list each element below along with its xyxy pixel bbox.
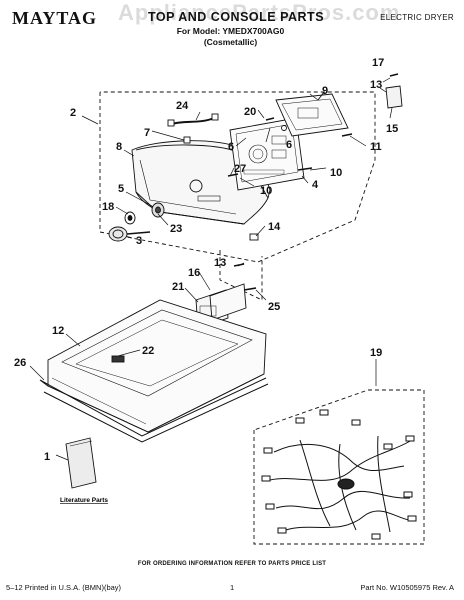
- console-assembly-boundary: [99, 91, 376, 263]
- callout-2: 2: [70, 107, 76, 119]
- callout-numbers: 2 24 7 8 5 18 3 23 6 27 10 20 6 4 9 10 1…: [14, 57, 398, 504]
- literature-label: Literature Parts: [60, 497, 108, 504]
- callout-9: 9: [322, 85, 328, 97]
- callout-6b: 6: [286, 139, 292, 151]
- callout-14: 14: [268, 221, 281, 233]
- callout-27: 27: [234, 163, 246, 175]
- callout-12: 12: [52, 325, 64, 337]
- model-info: For Model: YMEDX700AG0 (Cosmetallic): [148, 26, 313, 48]
- callout-13a: 13: [370, 79, 382, 91]
- callout-15: 15: [386, 123, 398, 135]
- callout-8: 8: [116, 141, 122, 153]
- callout-26: 26: [14, 357, 26, 369]
- bracket-7: [183, 136, 191, 144]
- page-number: 1: [230, 583, 235, 592]
- appliance-type: ELECTRIC DRYER: [380, 13, 454, 22]
- screw-11: [341, 133, 353, 137]
- callout-19: 19: [370, 347, 382, 359]
- callout-4: 4: [312, 179, 319, 191]
- console-rear-bracket: [275, 91, 349, 137]
- callout-24: 24: [176, 100, 189, 112]
- clip-14: [249, 233, 259, 241]
- callout-3: 3: [136, 235, 142, 247]
- screw-17: [389, 73, 399, 77]
- callout-6: 6: [228, 141, 234, 153]
- callout-7: 7: [144, 127, 150, 139]
- diagram-title: TOP AND CONSOLE PARTS: [148, 10, 325, 24]
- main-wire-harness: [261, 409, 417, 540]
- cycle-knob-assembly: [108, 202, 165, 242]
- model-finish: (Cosmetallic): [203, 37, 258, 47]
- callout-20: 20: [244, 106, 256, 118]
- model-number: For Model: YMEDX700AG0: [176, 26, 285, 36]
- callout-22: 22: [142, 345, 154, 357]
- part-number: Part No. W10505975 Rev. A: [360, 583, 454, 592]
- callout-16: 16: [188, 267, 200, 279]
- leader-lines: [29, 77, 393, 461]
- literature-booklet: [65, 437, 97, 489]
- wire-harness-boundary: [253, 389, 425, 545]
- callout-23: 23: [170, 223, 182, 235]
- callout-11: 11: [370, 141, 382, 153]
- brand-logo: MAYTAG: [12, 8, 98, 28]
- callout-1: 1: [44, 451, 50, 463]
- screw-10b: [297, 167, 313, 171]
- cover-15: [385, 85, 403, 109]
- badge-22: [111, 355, 125, 363]
- callout-13b: 13: [214, 257, 226, 269]
- callout-18: 18: [102, 201, 114, 213]
- callout-25: 25: [268, 301, 280, 313]
- screw-10a: [227, 173, 239, 177]
- callout-5: 5: [118, 183, 124, 195]
- callout-17: 17: [372, 57, 384, 69]
- watermark-text: AppliancePartsPros.com: [118, 0, 401, 25]
- callout-21: 21: [172, 281, 184, 293]
- print-info: 5–12 Printed in U.S.A. (BMN)(bay): [6, 583, 122, 592]
- callout-10b: 10: [330, 167, 342, 179]
- console-wire-harness: [171, 117, 215, 125]
- callout-10a: 10: [260, 185, 272, 197]
- ordering-note: FOR ORDERING INFORMATION REFER TO PARTS …: [137, 561, 327, 567]
- top-gasket: [39, 377, 269, 443]
- dryer-top: [47, 299, 267, 433]
- screw-20: [265, 117, 275, 121]
